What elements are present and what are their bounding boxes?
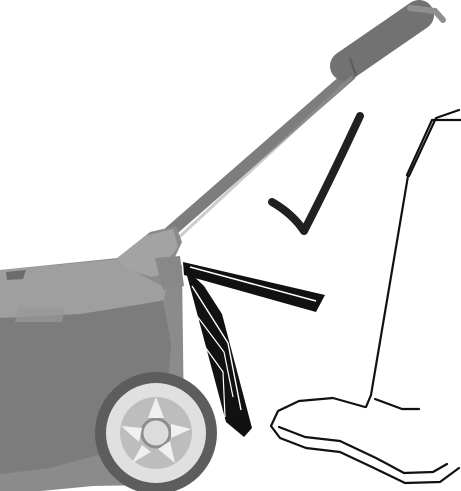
rear-wheel bbox=[95, 372, 217, 491]
mower-handle bbox=[155, 8, 443, 254]
